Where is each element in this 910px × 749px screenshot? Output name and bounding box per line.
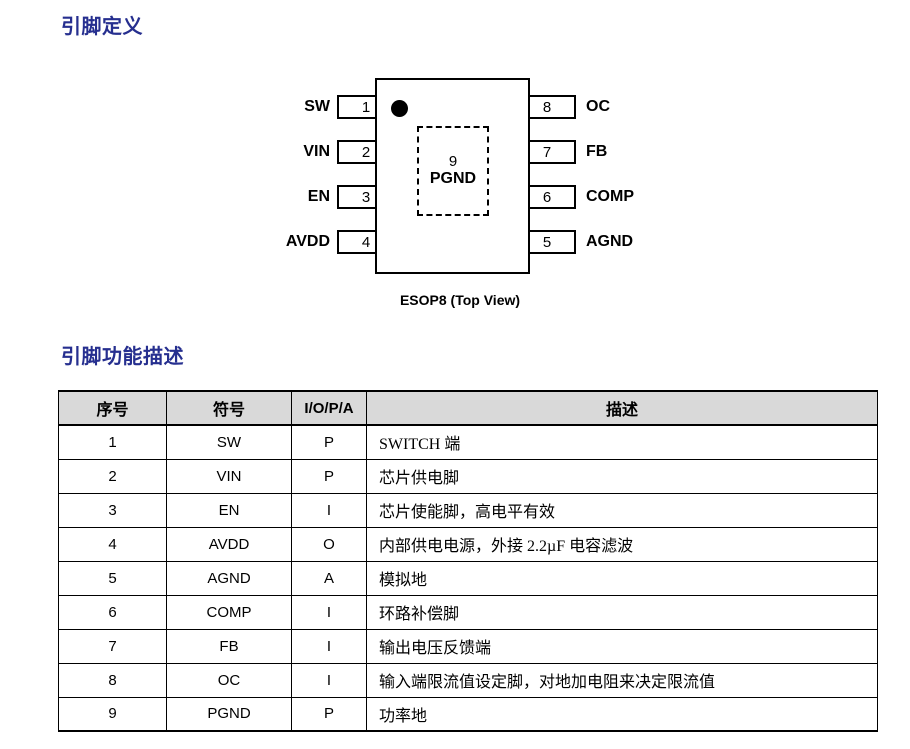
cell-symbol: SW (166, 424, 292, 460)
diagram-caption: ESOP8 (Top View) (399, 292, 521, 308)
cell-symbol: AVDD (166, 526, 292, 562)
column-header-symbol: 符号 (166, 390, 292, 426)
cell-description: 输入端限流值设定脚，对地加电阻来决定限流值 (366, 662, 878, 698)
cell-symbol: PGND (166, 696, 292, 732)
pin-one-marker-dot (391, 100, 408, 117)
cell-symbol: OC (166, 662, 292, 698)
cell-no: 1 (58, 424, 167, 460)
pin-diagram: SW VIN EN AVDD 1 2 3 4 8 7 6 5 OC FB COM… (250, 70, 670, 320)
cell-description: 模拟地 (366, 560, 878, 596)
pin-label-left-2: VIN (303, 143, 330, 160)
cell-description: 输出电压反馈端 (366, 628, 878, 664)
cell-no: 4 (58, 526, 167, 562)
cell-type: I (291, 628, 367, 664)
cell-description: 功率地 (366, 696, 878, 732)
pin-label-right-7: FB (586, 143, 608, 160)
cell-type: P (291, 458, 367, 494)
cell-description: 内部供电电源，外接 2.2µF 电容滤波 (366, 526, 878, 562)
cell-description: 芯片使能脚，高电平有效 (366, 492, 878, 528)
pin-label-left-3: EN (307, 188, 330, 205)
cell-description: 芯片供电脚 (366, 458, 878, 494)
cell-no: 9 (58, 696, 167, 732)
cell-description: 环路补偿脚 (366, 594, 878, 630)
page-title-pin-definition: 引脚定义 (61, 16, 143, 38)
cell-type: I (291, 662, 367, 698)
cell-no: 8 (58, 662, 167, 698)
column-header-no: 序号 (58, 390, 167, 426)
cell-symbol: EN (166, 492, 292, 528)
cell-no: 5 (58, 560, 167, 596)
pin-lead-2: 2 (337, 140, 395, 164)
pin-label-right-6: COMP (586, 188, 634, 205)
cell-type: O (291, 526, 367, 562)
cell-symbol: COMP (166, 594, 292, 630)
cell-no: 3 (58, 492, 167, 528)
pin-label-left-1: SW (304, 98, 330, 115)
cell-type: A (291, 560, 367, 596)
cell-type: I (291, 594, 367, 630)
pin-label-right-5: AGND (586, 233, 634, 250)
cell-symbol: VIN (166, 458, 292, 494)
cell-symbol: FB (166, 628, 292, 664)
column-header-type: I/O/P/A (291, 390, 367, 426)
cell-no: 7 (58, 628, 167, 664)
thermal-pad-label: PGND (429, 170, 477, 188)
cell-type: P (291, 696, 367, 732)
cell-no: 6 (58, 594, 167, 630)
cell-symbol: AGND (166, 560, 292, 596)
column-header-description: 描述 (366, 390, 878, 426)
page-title-pin-function: 引脚功能描述 (61, 346, 184, 368)
thermal-pad-number: 9 (448, 153, 458, 171)
pin-label-right-8: OC (586, 98, 610, 115)
cell-no: 2 (58, 458, 167, 494)
thermal-pad-pgnd: 9 PGND (417, 126, 489, 216)
cell-type: I (291, 492, 367, 528)
cell-description: SWITCH 端 (366, 424, 878, 460)
pin-label-left-4: AVDD (285, 233, 330, 250)
cell-type: P (291, 424, 367, 460)
table-header-row: 序号 符号 I/O/P/A 描述 (58, 390, 878, 426)
